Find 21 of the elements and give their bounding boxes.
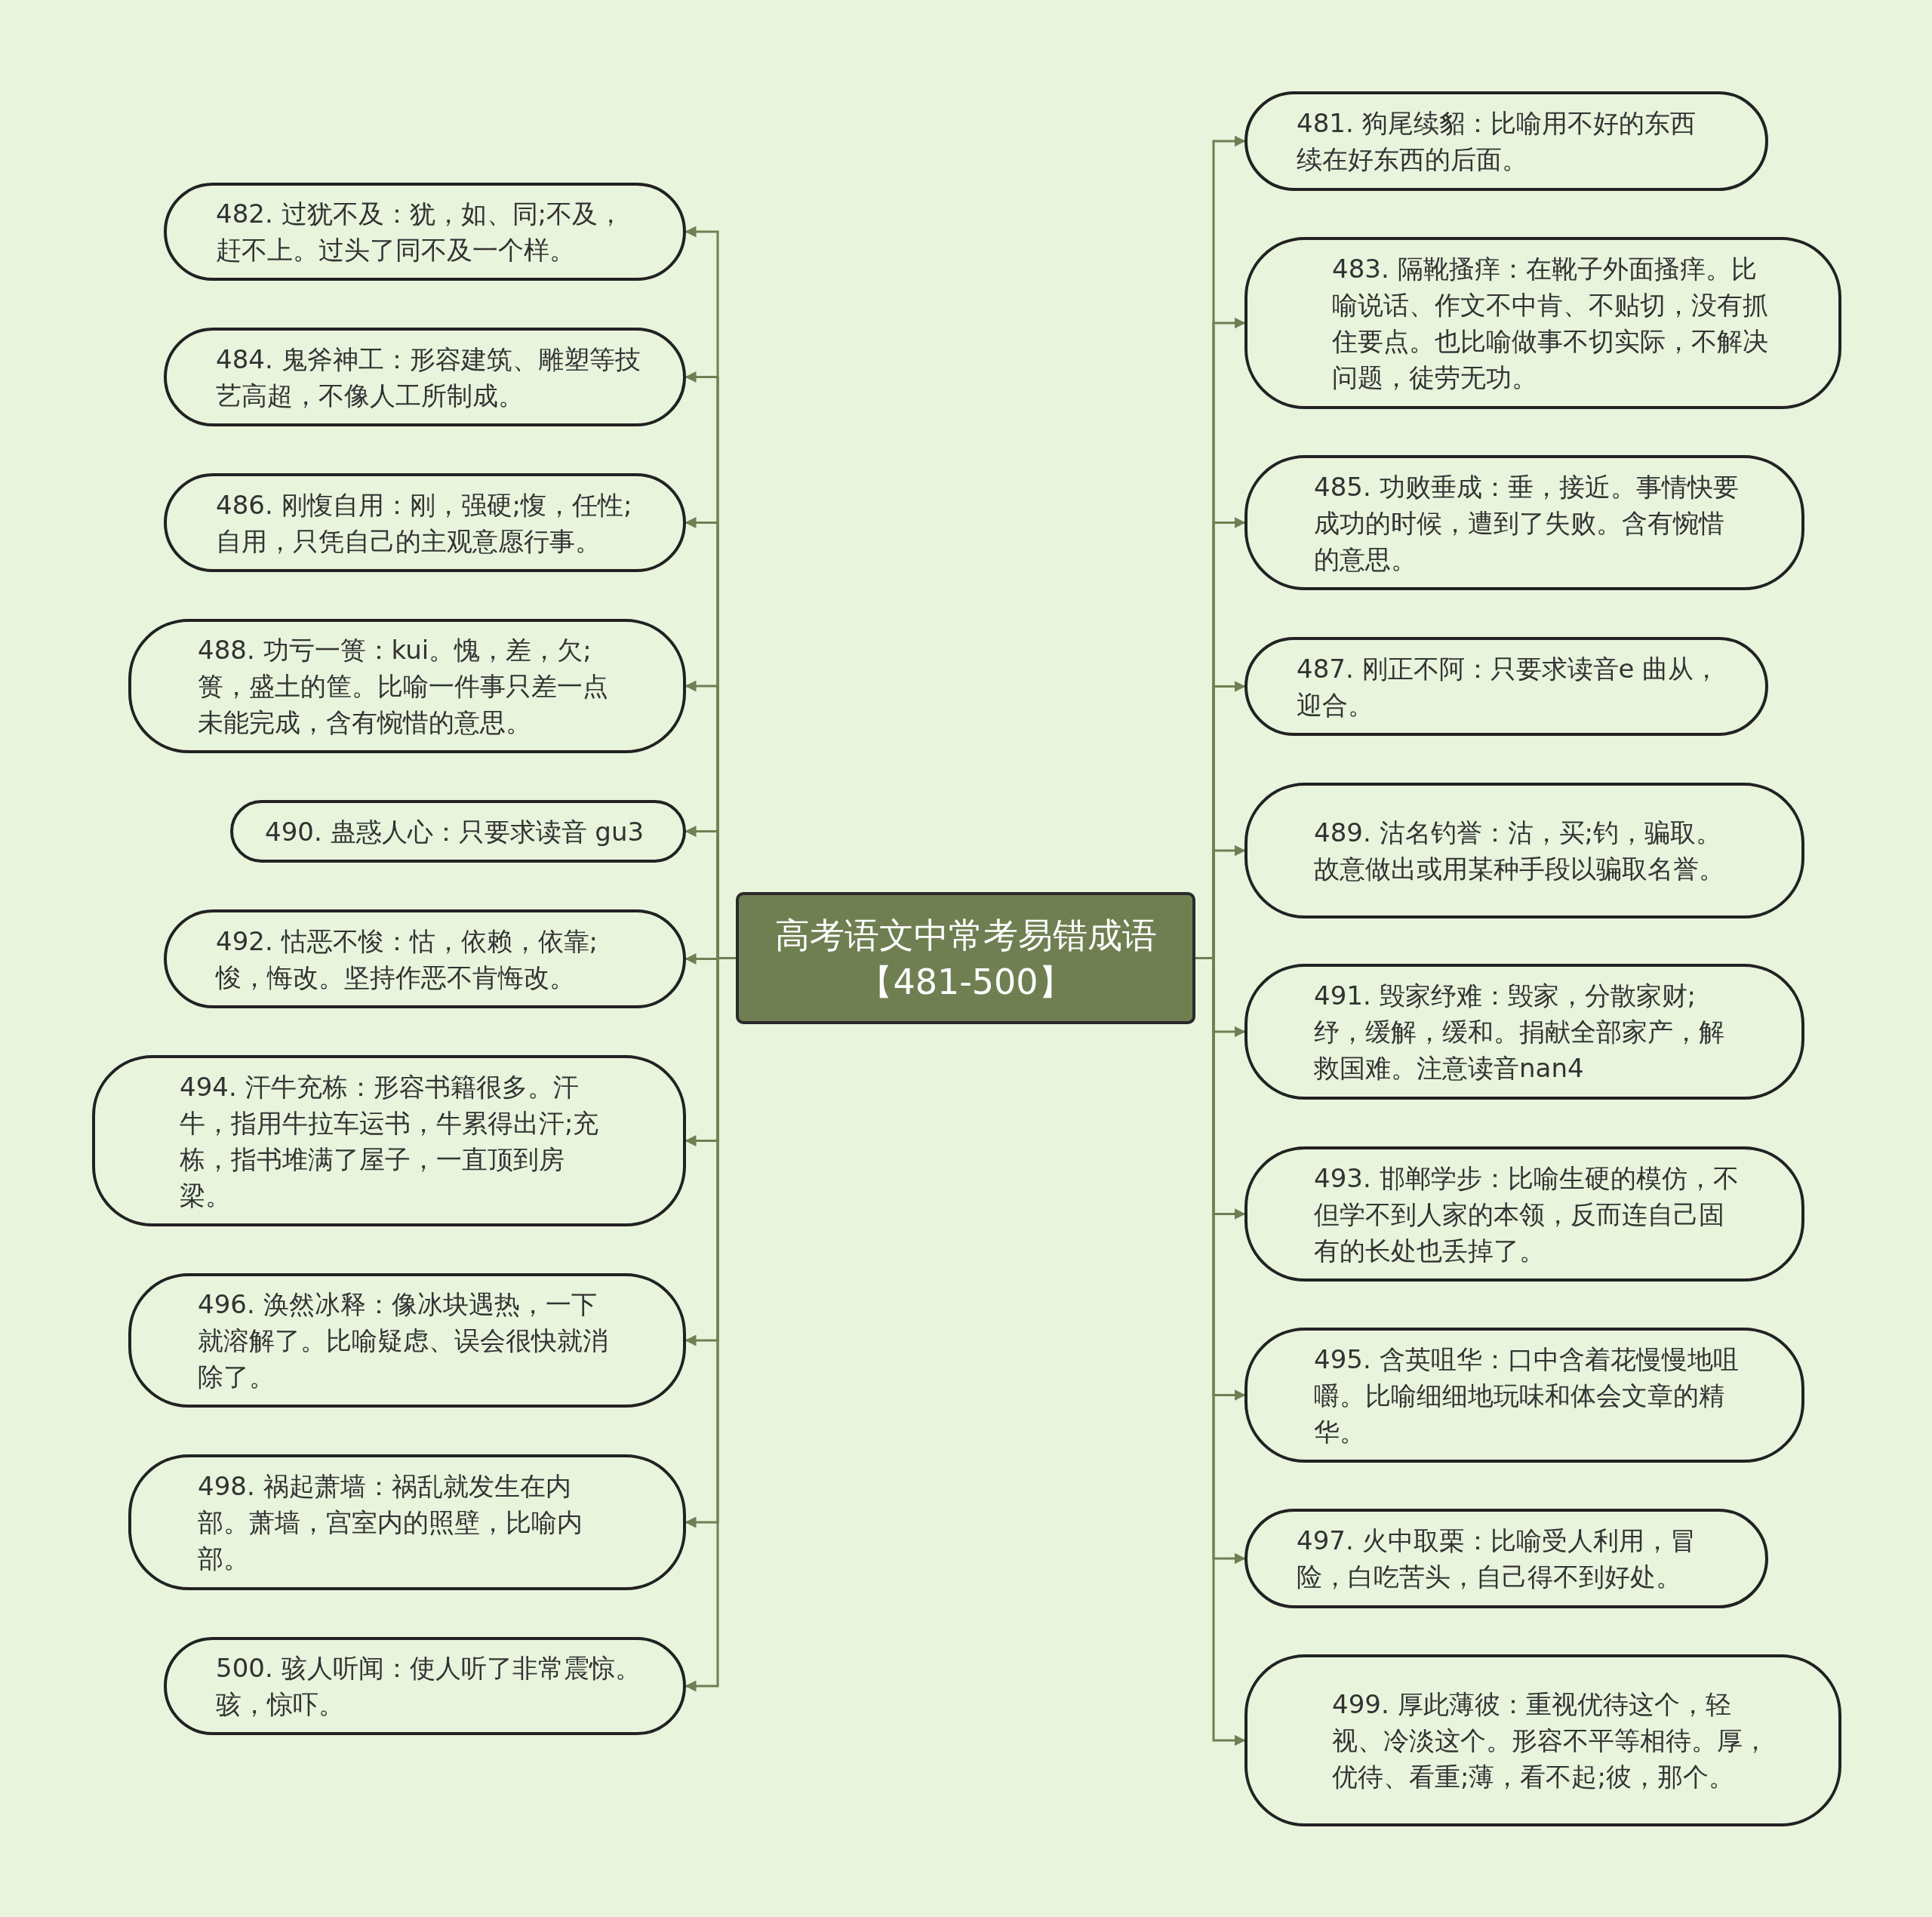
idiom-box: 482. 过犹不及：犹，如、同;不及，赶不上。过头了同不及一个样。 — [164, 183, 686, 281]
idiom-box: 500. 骇人听闻：使人听了非常震惊。骇，惊吓。 — [164, 1637, 686, 1735]
idiom-box: 497. 火中取栗：比喻受人利用，冒险，白吃苦头，自己得不到好处。 — [1244, 1509, 1768, 1608]
idiom-box: 494. 汗牛充栋：形容书籍很多。汗牛，指用牛拉车运书，牛累得出汗;充栋，指书堆满了屋子，一直顶到房梁。 — [92, 1055, 686, 1226]
idiom-box: 493. 邯郸学步：比喻生硬的模仿，不但学不到人家的本领，反而连自己固有的长处也丢掉了。 — [1244, 1146, 1804, 1282]
idiom-box: 499. 厚此薄彼：重视优待这个，轻视、冷淡这个。形容不平等相待。厚，优待、看重;薄，看不起;彼，那个。 — [1244, 1654, 1841, 1826]
central-topic-box: 高考语文中常考易错成语【481-500】 — [736, 892, 1195, 1024]
idiom-box: 498. 祸起萧墙：祸乱就发生在内部。萧墙，宫室内的照壁，比喻内部。 — [128, 1454, 686, 1590]
idiom-box: 491. 毁家纾难：毁家，分散家财;纾，缓解，缓和。捐献全部家产，解救国难。注意读音nan4 — [1244, 964, 1804, 1100]
idiom-box: 486. 刚愎自用：刚，强硬;愎，任性;自用，只凭自己的主观意愿行事。 — [164, 473, 686, 572]
idiom-box: 487. 刚正不阿：只要求读音e 曲从，迎合。 — [1244, 637, 1768, 736]
idiom-box: 488. 功亏一篑：kui。愧，差，欠;篑，盛土的筐。比喻一件事只差一点未能完成，含有惋惜的意思。 — [128, 619, 686, 753]
idiom-box: 489. 沽名钓誉：沽，买;钓，骗取。故意做出或用某种手段以骗取名誉。 — [1244, 783, 1804, 918]
idiom-box: 481. 狗尾续貂：比喻用不好的东西续在好东西的后面。 — [1244, 91, 1768, 191]
idiom-box: 484. 鬼斧神工：形容建筑、雕塑等技艺高超，不像人工所制成。 — [164, 328, 686, 426]
idiom-box: 483. 隔靴搔痒：在靴子外面搔痒。比喻说话、作文不中肯、不贴切，没有抓住要点。也比喻做事不切实际，不解决问题，徒劳无功。 — [1244, 237, 1841, 409]
idiom-box: 490. 蛊惑人心：只要求读音 gu3 — [230, 800, 686, 863]
idiom-box: 485. 功败垂成：垂，接近。事情快要成功的时候，遭到了失败。含有惋惜的意思。 — [1244, 455, 1804, 590]
idiom-box: 492. 怙恶不悛：怙，依赖，依靠;悛，悔改。坚持作恶不肯悔改。 — [164, 909, 686, 1008]
idiom-box: 496. 涣然冰释：像冰块遇热，一下就溶解了。比喻疑虑、误会很快就消除了。 — [128, 1273, 686, 1408]
idiom-box: 495. 含英咀华：口中含着花慢慢地咀嚼。比喻细细地玩味和体会文章的精华。 — [1244, 1328, 1804, 1463]
